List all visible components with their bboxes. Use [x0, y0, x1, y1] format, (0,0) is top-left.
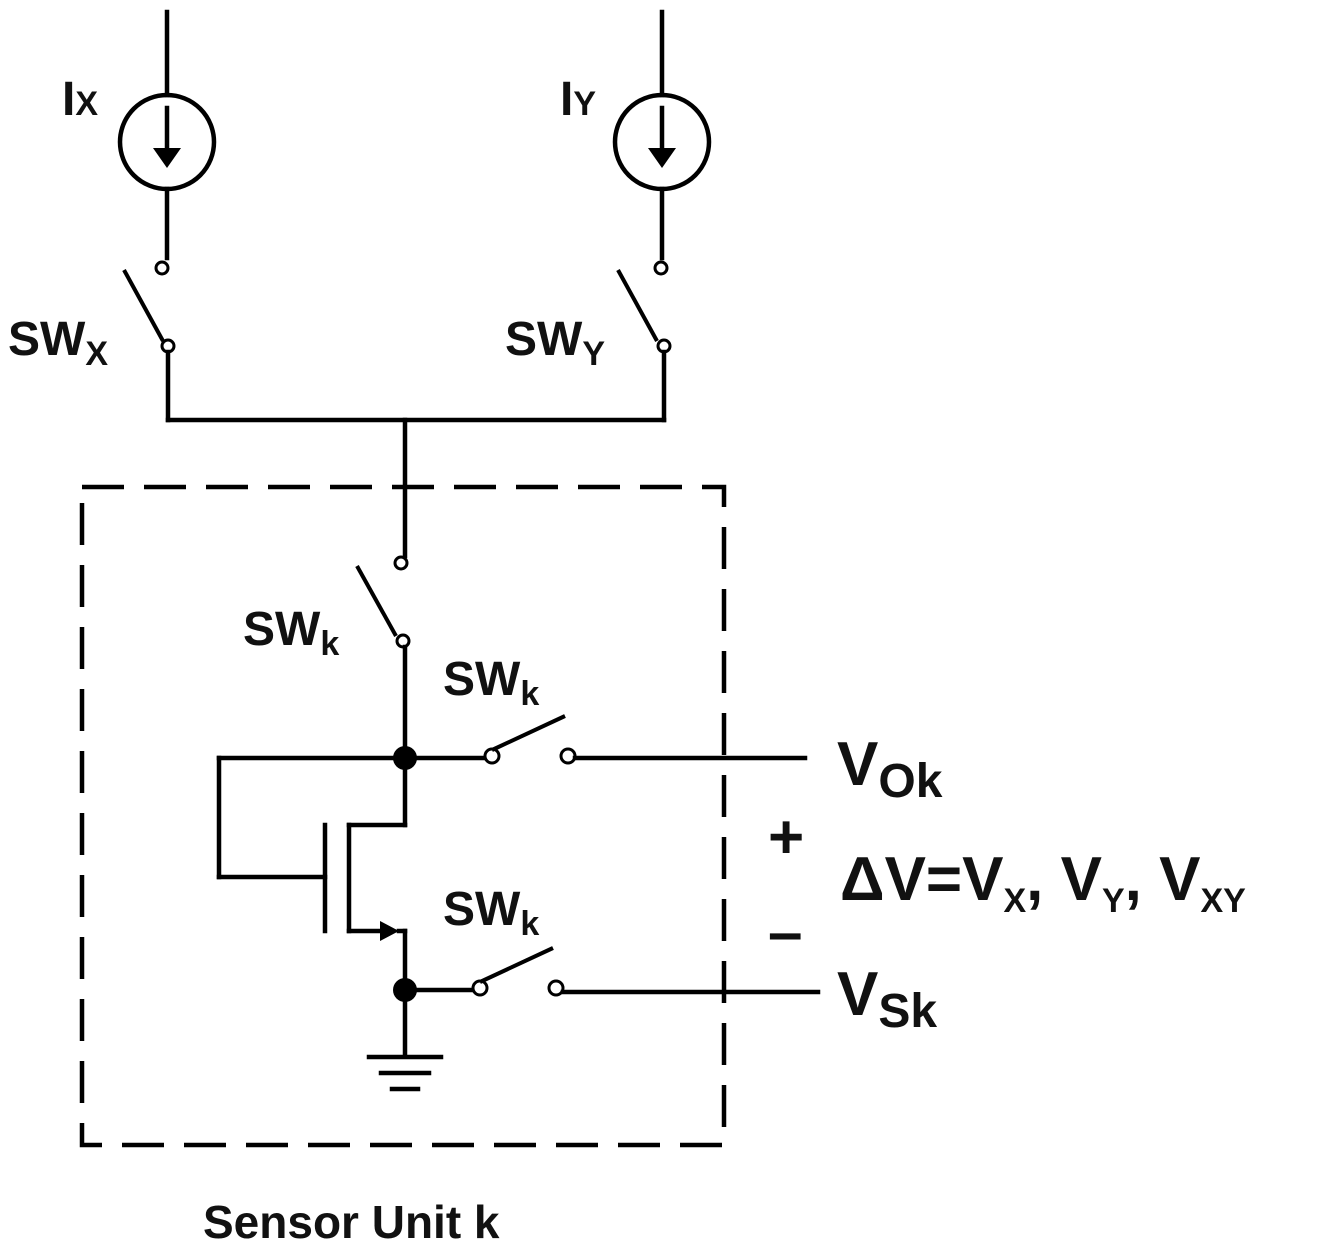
- swx-subscript: X: [85, 335, 108, 373]
- delta-v-mid-2: , V: [1125, 845, 1201, 914]
- svg-text:IY: IY: [560, 73, 596, 126]
- switch-swk-series: [355, 555, 411, 761]
- vok-subscript: Ok: [878, 755, 942, 808]
- svg-text:SWk: SWk: [443, 653, 539, 713]
- ix-subscript: X: [75, 85, 98, 123]
- swk-out-label: SW: [443, 653, 521, 706]
- delta-v-sub-xy: XY: [1200, 882, 1246, 920]
- switch-swx: [122, 260, 176, 423]
- swk-src-label: SW: [443, 883, 521, 936]
- vok-label: V: [837, 730, 878, 799]
- sensor-unit-caption: Sensor Unit k: [203, 1196, 500, 1248]
- delta-v-sub-y: Y: [1102, 882, 1125, 920]
- delta-v-prefix: ΔV=V: [840, 845, 1003, 914]
- swk-series-subscript: k: [320, 625, 339, 663]
- vsk-subscript: Sk: [878, 985, 937, 1038]
- current-source-iy: [612, 9, 712, 261]
- svg-text:VOk: VOk: [837, 730, 943, 808]
- ix-label: I: [62, 73, 75, 126]
- plus-sign: +: [768, 803, 804, 872]
- switch-swy: [616, 260, 672, 423]
- switch-swk-source: [402, 946, 821, 997]
- swy-label: SW: [505, 313, 583, 366]
- svg-text:SWY: SWY: [505, 313, 605, 373]
- arrow-down-icon: [153, 148, 181, 168]
- nmos-transistor: [216, 746, 417, 1058]
- switch-swk-output: [402, 714, 808, 765]
- svg-text:SWk: SWk: [443, 883, 539, 943]
- minus-sign: –: [768, 898, 802, 967]
- swk-src-subscript: k: [520, 905, 539, 943]
- svg-text:SWk: SWk: [243, 603, 339, 663]
- ground-icon: [366, 1054, 444, 1092]
- iy-subscript: Y: [573, 85, 596, 123]
- vsk-label: V: [837, 960, 878, 1029]
- swk-series-label: SW: [243, 603, 321, 656]
- current-source-ix: [117, 9, 217, 261]
- svg-text:SWX: SWX: [8, 313, 108, 373]
- delta-v-mid-1: , V: [1026, 845, 1102, 914]
- sensor-unit-boundary: [79, 484, 727, 1148]
- iy-label: I: [560, 73, 573, 126]
- swx-label: SW: [8, 313, 86, 366]
- arrow-down-icon: [648, 148, 676, 168]
- svg-text:VSk: VSk: [837, 960, 937, 1038]
- source-arrow-icon: [380, 921, 399, 941]
- swk-out-subscript: k: [520, 675, 539, 713]
- svg-text:IX: IX: [62, 73, 98, 126]
- delta-v-label: ΔV=VX, VY, VXY: [840, 845, 1246, 920]
- delta-v-sub-x: X: [1003, 882, 1026, 920]
- swy-subscript: Y: [582, 335, 605, 373]
